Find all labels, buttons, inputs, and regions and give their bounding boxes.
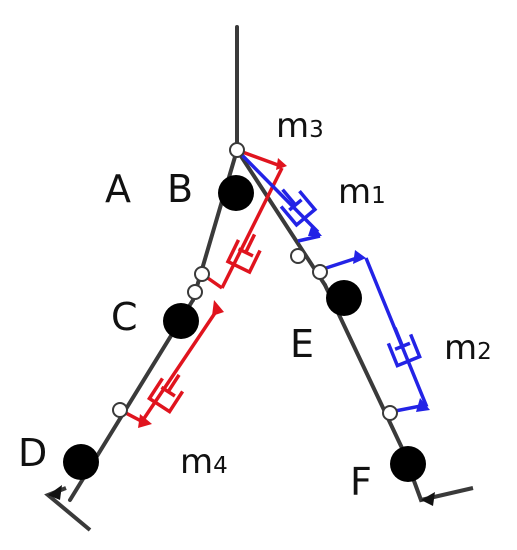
- skeleton: [68, 25, 412, 502]
- pin-joint-d: [112, 402, 128, 418]
- joint-mass-b: [218, 175, 254, 211]
- pin-joint-f: [382, 405, 398, 421]
- hip-to-knee-right-link: [235, 148, 327, 287]
- label-b: B: [167, 167, 193, 211]
- blue-actuator-m1: [235, 148, 322, 243]
- label-f: F: [350, 460, 372, 504]
- label-d: D: [18, 431, 47, 475]
- foot-left: [44, 485, 92, 532]
- joint-mass-d: [63, 444, 99, 480]
- pin-joint-c-lower: [187, 284, 203, 300]
- joint-mass-f: [390, 446, 426, 482]
- pin-joint-e-lower: [312, 264, 328, 280]
- label-a: A: [105, 167, 131, 211]
- joint-mass-c: [163, 303, 199, 339]
- mass-joints: [63, 175, 426, 482]
- pin-joints: [112, 142, 398, 421]
- pin-joint-c-upper: [194, 266, 210, 282]
- blue-actuator-m2: [319, 250, 430, 414]
- label-c: C: [111, 295, 138, 339]
- label-e: E: [290, 322, 314, 366]
- pin-joint-hip: [229, 142, 245, 158]
- joint-mass-e: [326, 280, 362, 316]
- pin-joint-e-upper: [290, 248, 306, 264]
- label-m1: m1: [338, 172, 386, 212]
- label-m2: m2: [444, 328, 492, 368]
- label-m3: m3: [276, 106, 324, 146]
- label-m4: m4: [180, 442, 228, 482]
